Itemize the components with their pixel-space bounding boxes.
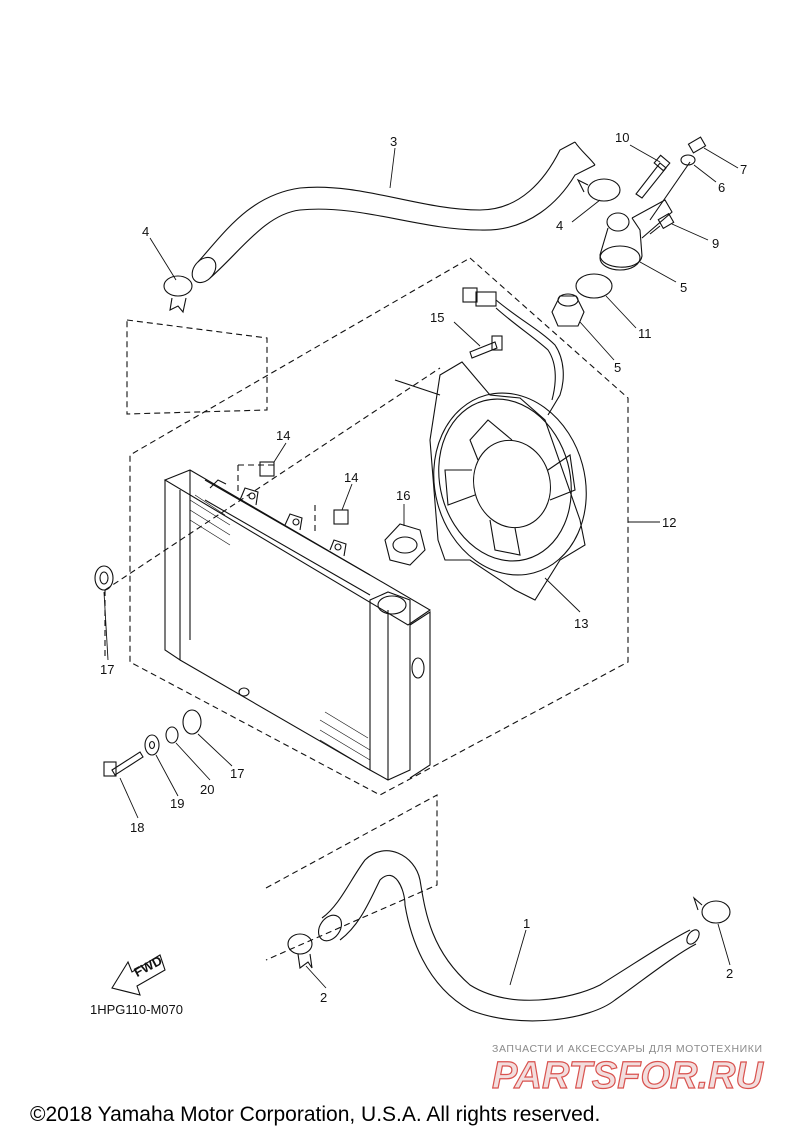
copyright-footer: ©2018 Yamaha Motor Corporation, U.S.A. A…: [30, 1103, 601, 1126]
leader-lines: [104, 319, 441, 961]
watermark-tagline: ЗАПЧАСТИ И АКСЕССУАРЫ ДЛЯ МОТОТЕХНИКИ: [492, 1043, 763, 1055]
callout-19: 19: [170, 796, 184, 811]
upper-radiator-hose: [191, 141, 596, 284]
washer-19: [144, 734, 160, 756]
callout-leaders: [103, 144, 739, 989]
thermostat: [551, 293, 585, 327]
callout-numbers: 3 4 4 10 7 6 9 5 11 5 15 12 13 14 14 16 …: [100, 130, 747, 1005]
callout-18: 18: [130, 820, 144, 835]
callout-5: 5: [614, 360, 621, 375]
callout-12: 12: [662, 515, 676, 530]
fwd-arrow: [111, 954, 166, 996]
bolt-10: [635, 154, 671, 199]
callout-14-right: 14: [344, 470, 358, 485]
clip-14-left: [259, 461, 275, 477]
collar-20: [165, 726, 179, 744]
callout-11: 11: [638, 326, 652, 341]
callout-17-lower: 17: [230, 766, 244, 781]
callout-1: 1: [523, 916, 530, 931]
hose-clamp-lower-left: [287, 933, 313, 969]
fan-wire: [394, 379, 441, 396]
radiator: [163, 469, 432, 781]
watermark-logo-text: PARTSFOR.RU: [492, 1055, 764, 1096]
clip-14-right: [333, 509, 349, 525]
callout-13: 13: [574, 616, 588, 631]
fwd-label: FWD: [131, 953, 164, 980]
callout-15: 15: [430, 310, 444, 325]
cooling-fan: [444, 419, 576, 556]
callout-8: 7: [740, 162, 747, 177]
grommet-17-left: [94, 565, 114, 591]
hose-clamp-lower-right: [692, 896, 731, 924]
radiator-bottom-bolt: [238, 657, 425, 697]
watermark-logo: PARTSFOR.RU: [492, 1054, 765, 1096]
lower-radiator-hose: [317, 850, 700, 1022]
bolt-8: [687, 136, 707, 154]
bolt-15: [469, 335, 503, 359]
callout-4-left: 4: [142, 224, 149, 239]
fan-wire-harness: [462, 287, 564, 416]
drawing-code: 1HPG110-M070: [90, 1002, 183, 1017]
bolt-18: [103, 751, 144, 777]
radiator-fins: [189, 494, 371, 771]
callout-2-right: 2: [726, 966, 733, 981]
callout-9: 9: [712, 236, 719, 251]
callout-2-left: 2: [320, 990, 327, 1005]
callout-20: 20: [200, 782, 214, 797]
callout-7: 6: [718, 180, 725, 195]
hose-clamp-upper-right: [576, 178, 621, 202]
thermostat-housing: [599, 199, 673, 271]
washer-7: [649, 154, 696, 221]
callout-14-left: 14: [276, 428, 290, 443]
callout-17-left: 17: [100, 662, 114, 677]
callout-4-right: 4: [556, 218, 563, 233]
callout-6: 5: [680, 280, 687, 295]
callout-3: 3: [390, 134, 397, 149]
grommet-17-lower: [182, 709, 202, 735]
callout-16: 16: [396, 488, 410, 503]
hose-clamp-upper-left: [163, 275, 193, 314]
bolt-9: [649, 212, 675, 235]
o-ring: [575, 273, 613, 299]
cooling-fan-shroud: [429, 361, 587, 601]
radiator-cap: [384, 523, 426, 566]
radiator-mount-tabs: [209, 479, 347, 557]
fan-assembly-outline: [129, 257, 629, 796]
callout-10: 10: [615, 130, 629, 145]
